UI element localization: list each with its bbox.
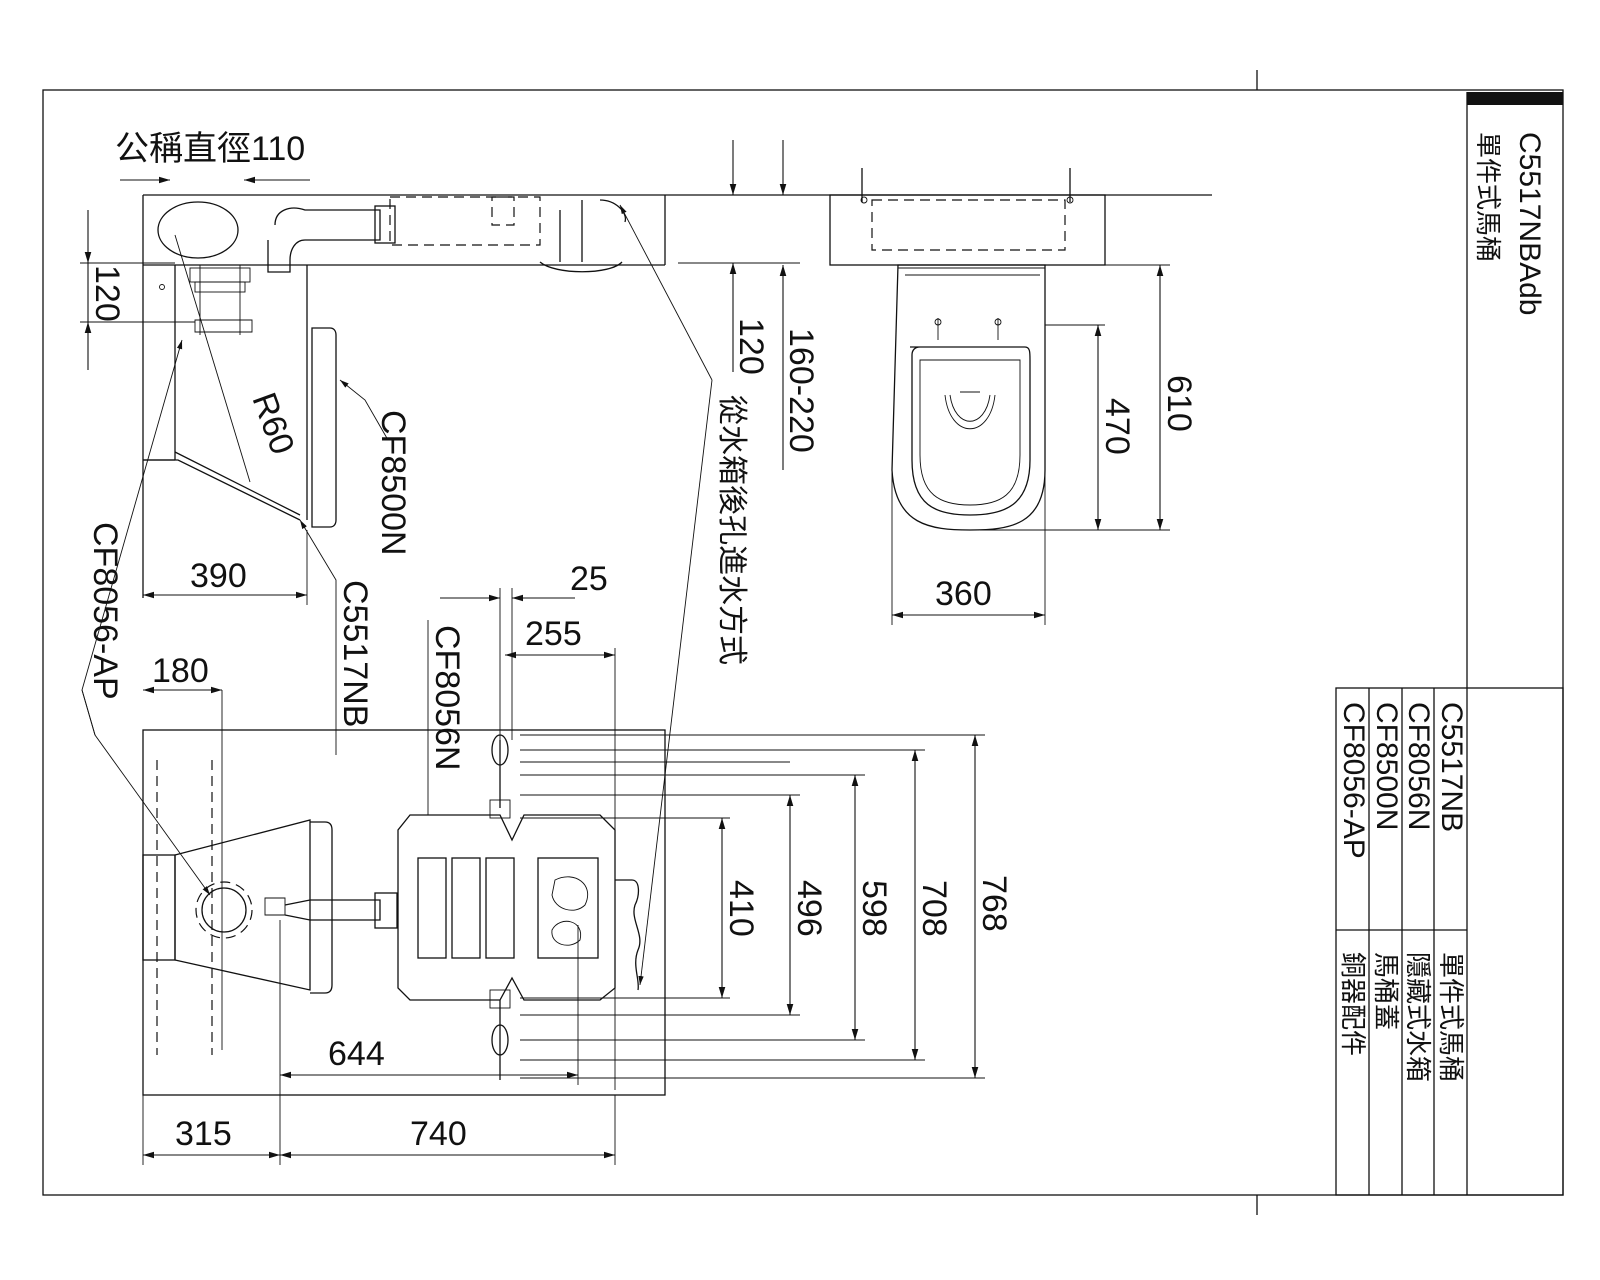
title-block [1335, 92, 1564, 1196]
dim-160-220: 160-220 [782, 328, 820, 453]
sheet-frame [42, 70, 1564, 1215]
dim-120-mid: 120 [732, 318, 770, 375]
part-name-2: 隱藏式水箱 [1403, 952, 1433, 1082]
dim-740: 740 [410, 1115, 467, 1153]
title-description: 單件式馬桶 [1473, 132, 1503, 262]
front-view-drawing [829, 168, 1106, 531]
radius-label: R60 [244, 388, 301, 460]
seat-part-label: CF8500N [374, 410, 412, 556]
part-name-1: 單件式馬桶 [1436, 952, 1466, 1082]
dim-708: 708 [915, 880, 953, 937]
side-view-drawing [142, 194, 1212, 598]
part-name-4: 銅器配件 [1338, 952, 1368, 1056]
dim-390: 390 [190, 557, 247, 595]
plan-view-drawing [142, 690, 666, 1096]
dim-610: 610 [1160, 375, 1198, 432]
dim-598: 598 [855, 880, 893, 937]
front-view-dimensions [891, 264, 1170, 625]
bowl-part-label: C5517NB [336, 580, 374, 727]
dim-180: 180 [152, 652, 209, 690]
title-model: C5517NBAdb [1513, 132, 1546, 315]
dim-360: 360 [935, 575, 992, 613]
dim-470: 470 [1098, 398, 1136, 455]
tank-part-label: CF8056N [428, 625, 466, 771]
dim-644: 644 [328, 1035, 385, 1073]
pipe-diameter-label: 公稱直徑110 [115, 130, 305, 168]
dim-25: 25 [570, 560, 608, 598]
dim-496: 496 [790, 880, 828, 937]
plan-view-dimensions [81, 588, 985, 1165]
part-name-3: 馬桶蓋 [1371, 952, 1401, 1030]
part-code-2: CF8056N [1402, 702, 1435, 830]
part-code-4: CF8056-AP [1337, 702, 1370, 859]
dim-255: 255 [525, 615, 582, 653]
dim-120-left: 120 [88, 265, 126, 322]
fitting-part-label: CF8056-AP [86, 522, 124, 700]
dim-410: 410 [722, 880, 760, 937]
part-code-1: C5517NB [1435, 702, 1468, 832]
dim-315: 315 [175, 1115, 232, 1153]
inlet-method-note: 從水箱後孔進水方式 [715, 395, 748, 665]
dim-768: 768 [975, 875, 1013, 932]
part-code-3: CF8500N [1370, 702, 1403, 830]
